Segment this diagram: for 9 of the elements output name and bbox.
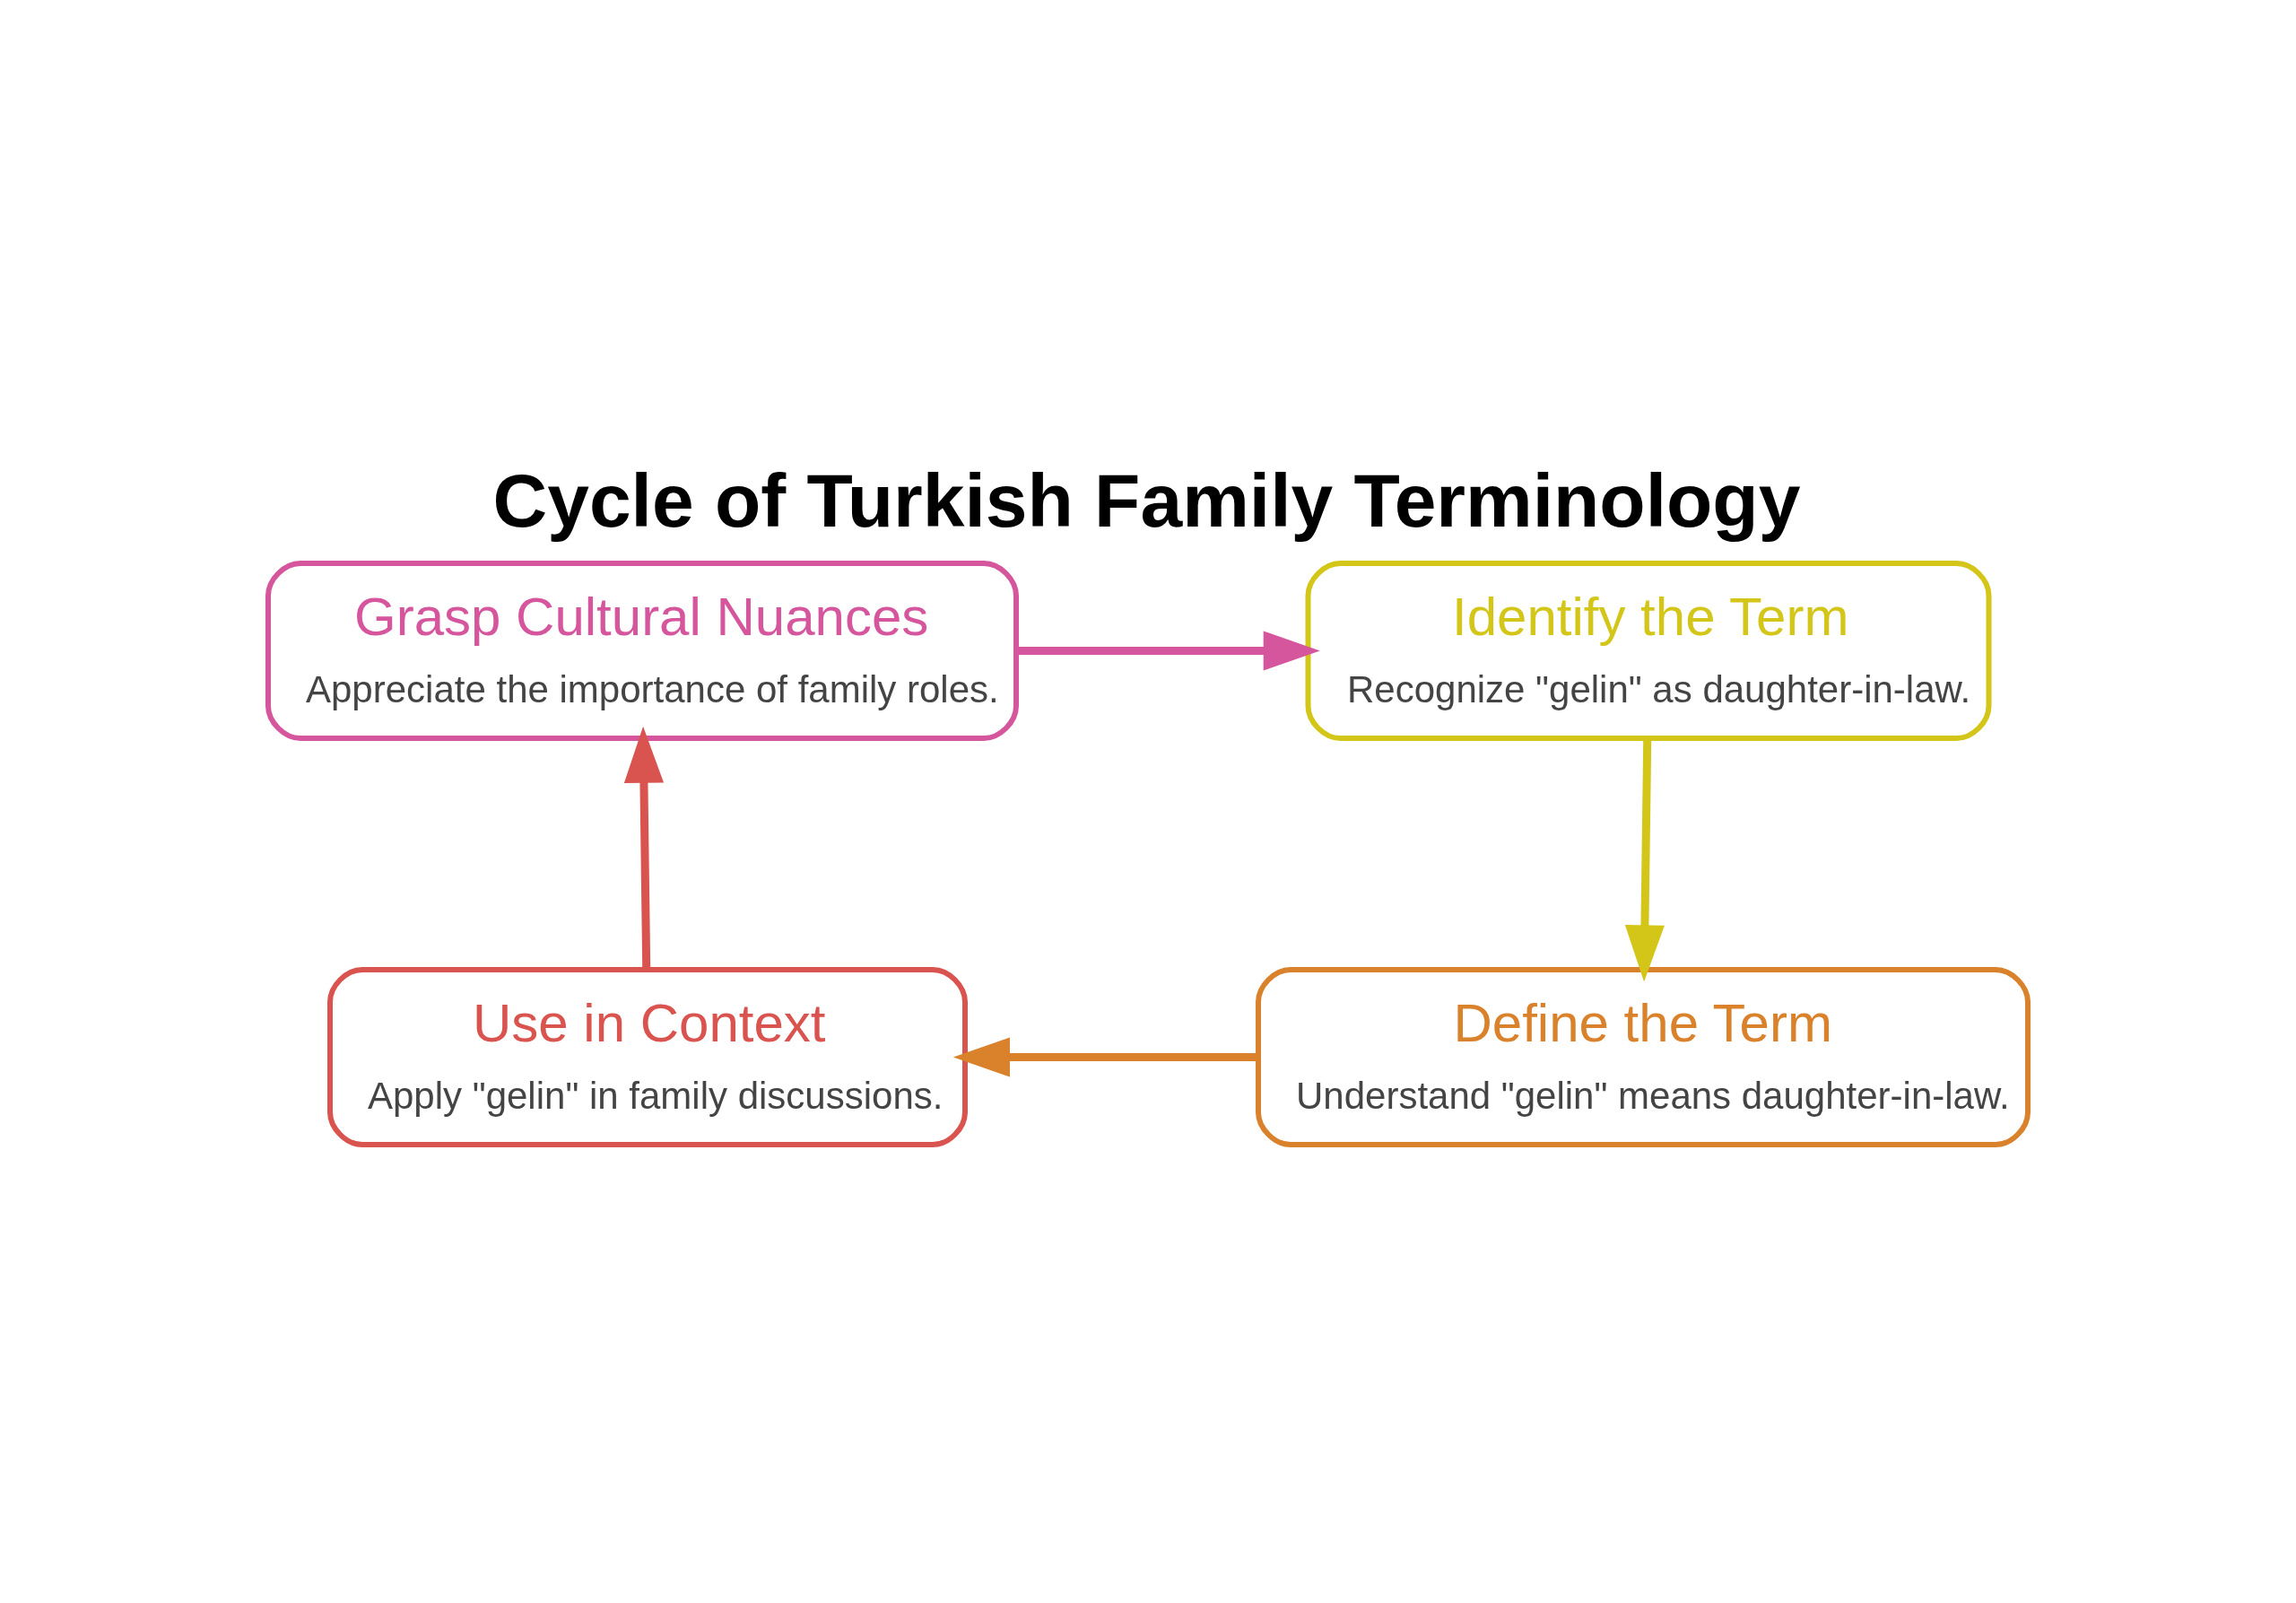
arrow: [623, 726, 665, 970]
arrow: [952, 1037, 1258, 1077]
node-box: Identify the Term Recognize "gelin" as daughter-in-law.: [1305, 561, 1992, 741]
node-box: Use in Context Apply "gelin" in family discussions.: [327, 967, 968, 1147]
node-box: Grasp Cultural Nuances Appreciate the importance of family roles.: [265, 561, 1019, 741]
arrow: [1016, 631, 1320, 671]
diagram-title: Cycle of Turkish Family Terminology: [492, 458, 1801, 544]
node-box: Define the Term Understand "gelin" means daughter-in-law.: [1256, 967, 2031, 1147]
arrow: [1624, 738, 1665, 982]
